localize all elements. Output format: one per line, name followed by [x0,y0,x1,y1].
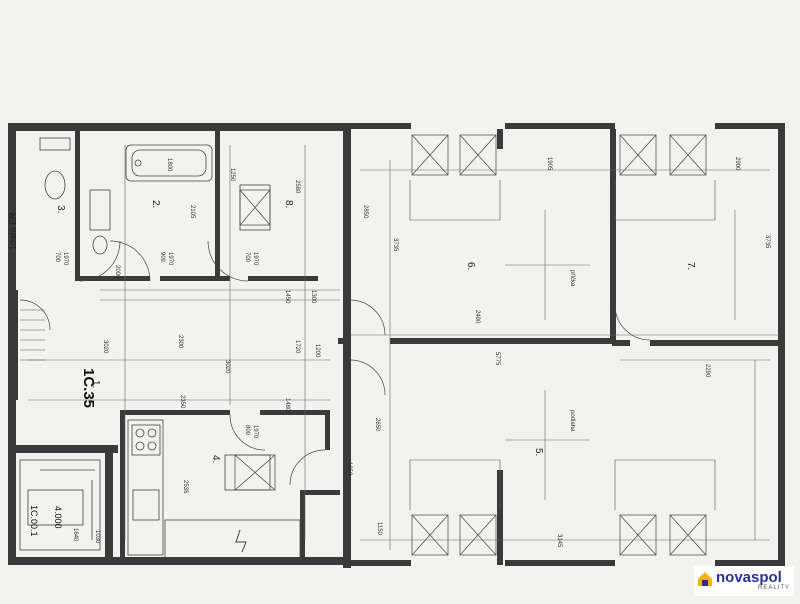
room-label-2: 2. [150,200,161,209]
dimension-label: 3020 [102,340,108,354]
dimension-label: 3145 [556,534,562,548]
dimension-label: 1905 [546,157,552,171]
room-label-8: 8. [283,200,294,209]
bay-outlines [409,180,716,510]
dimension-label: 2490 [474,310,480,324]
dimension-label: 2900 [734,157,740,171]
door-size: 900 [159,252,165,263]
stairs [20,309,45,361]
unit-label: 1C.00.1 [29,505,39,537]
dimension-label: 2300 [177,335,183,349]
dimension-label: 2535 [182,480,188,494]
door-size: 700 [244,252,250,263]
door-size: 1970 [167,252,173,266]
house-logo-icon [698,572,712,586]
brand-logo: novaspol REALITY [694,566,794,596]
dimension-label: 1250 [229,168,235,182]
door-size: 1970 [252,252,258,266]
dimension-label: 1800 [166,158,172,172]
note-label: podlaha [569,410,575,432]
room-label-3: 3. [55,205,66,214]
bathtub [125,144,213,182]
dimension-label: 2580 [294,180,300,194]
walls [8,123,785,568]
unit-area: 4.000 [53,506,63,529]
dimension-label: 2850 [362,205,368,219]
dimension-label: 5775 [494,352,500,366]
door-size: 1970 [252,425,258,439]
logo-subtitle: REALITY [758,585,791,591]
dimension-label: 1720 [294,340,300,354]
dimension-label: 1300 [310,290,316,304]
utility-room [19,459,101,551]
dimension-label: 1480 [284,398,290,412]
room-label-6: 6. [465,262,476,271]
dimension-label: 2000 [114,265,120,279]
dimension-label: 3735 [392,238,398,252]
room-label-4: 4. [210,455,221,464]
dimension-label: 1150 [376,522,382,535]
dimension-label: 1450 [284,290,290,304]
dimension-label: 3020 [224,360,230,374]
dimension-label: 1050 [346,462,352,476]
dimension-label: 2350 [179,395,185,409]
door-swings [19,240,651,486]
stair-label: 1C.35 [80,368,97,409]
dimension-label: 1200 [314,344,320,358]
dimension-label: 3735 [764,235,770,249]
note-label: příčka [569,270,575,287]
dimension-label: 2105 [189,205,195,219]
door-size: 1970 [62,252,68,266]
door-size: 700 [54,252,60,263]
dimension-label: 2650 [374,418,380,432]
dimension-label: 1640 [72,528,78,542]
door-size: 800 [244,425,250,436]
dimension-label: 1030 [94,530,100,544]
room-label-7: 7. [685,262,696,271]
header-code: 1data ER [8,212,18,250]
dimension-label: 2290 [704,364,710,378]
logo-name: novaspol [716,569,782,586]
window-units [234,134,707,556]
room-label-5: 5. [533,448,544,457]
